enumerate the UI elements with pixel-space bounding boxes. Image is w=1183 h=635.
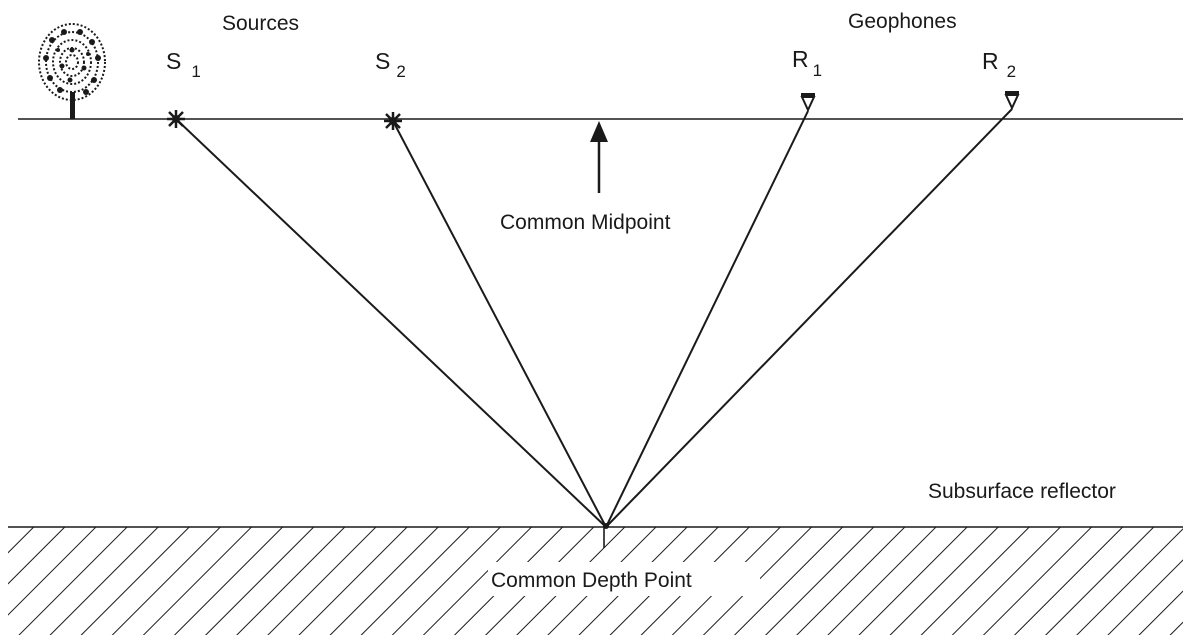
ray-r1 (605, 110, 809, 528)
tree-icon (38, 23, 106, 119)
source-star-icon (167, 110, 185, 128)
source-star-icon (384, 112, 402, 130)
subsurface-reflector-label: Subsurface reflector (928, 480, 1116, 503)
ray-s2 (392, 120, 607, 528)
up-arrow-icon (590, 121, 608, 193)
common-depth-point-label: Common Depth Point (491, 569, 692, 592)
geophones-label: Geophones (848, 10, 957, 33)
geophone-triangle-icon (1004, 91, 1020, 111)
depth-label-backing (488, 562, 760, 596)
ray-r2 (605, 108, 1013, 528)
geophone-triangle-icon (800, 93, 816, 113)
common-midpoint-label: Common Midpoint (500, 211, 671, 234)
sources-label: Sources (222, 12, 299, 35)
depth-point-marker (603, 523, 609, 529)
ray-s1 (175, 118, 607, 528)
